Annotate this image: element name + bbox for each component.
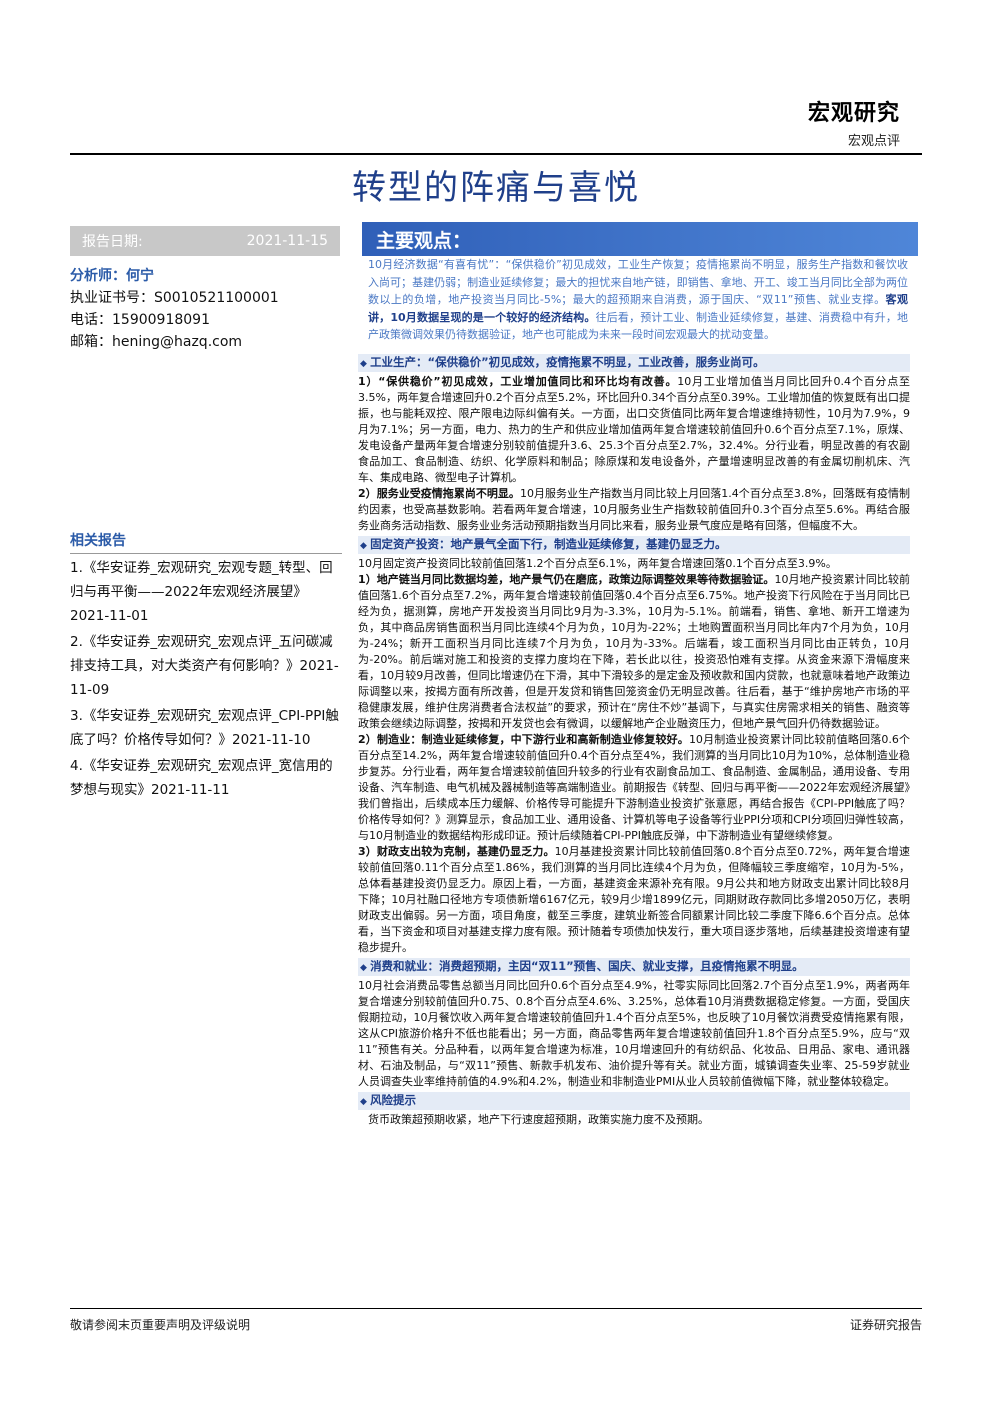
analyst-email[interactable]: 邮箱：hening@hazq.com (70, 334, 243, 350)
paragraph-text: 10月服务业生产指数当月同比较上月回落1.4个百分点至3.8%，回落既有疫情制约… (358, 487, 911, 532)
paragraph-risk: 货币政策超预期收紧，地产下行速度超预期，政策实施力度不及预期。 (368, 1113, 709, 1126)
section-investment-heading: 固定资产投资：地产景气全面下行，制造业延续修复，基建仍显乏力。 (358, 536, 910, 554)
paragraph-lead: 1）地产链当月同比数据均差，地产景气仍在磨底，政策边际调整效果等待数据验证。 (358, 573, 775, 586)
paragraph-lead: 1）“保供稳价”初见成效，工业增加值同比和环比均有改善。 (358, 375, 678, 388)
analyst-info: 分析师：何宁 执业证书号：S0010521100001 电话：159009180… (70, 265, 342, 353)
footer-rule (70, 1308, 922, 1309)
related-reports-heading: 相关报告 (70, 530, 342, 554)
paragraph-consumption: 10月社会消费品零售总额当月同比回升0.6个百分点至4.9%，社零实际同比回落2… (358, 979, 910, 1088)
report-category: 宏观研究 (807, 101, 900, 126)
paragraph-lead: 3）财政支出较为克制，基建仍显乏力。 (358, 845, 555, 858)
summary-bold: 客观讲，10月数据呈现的是一个较好的经济结构。 (368, 293, 909, 324)
paragraph-lead: 2）服务业受疫情拖累尚不明显。 (358, 487, 520, 500)
footer-disclaimer: 敬请参阅末页重要声明及评级说明 (70, 1318, 251, 1332)
header-rule (70, 153, 922, 155)
related-report-item[interactable]: 2.《华安证券_宏观研究_宏观点评_五问碳减排支持工具，对大类资产有何影响？》2… (70, 634, 339, 698)
paragraph-property: 1）地产链当月同比数据均差，地产景气仍在磨底，政策边际调整效果等待数据验证。10… (358, 572, 910, 732)
report-subcategory: 宏观点评 (847, 134, 900, 149)
paragraph-lead: 2）制造业：制造业延续修复，中下游行业和高新制造业修复较好。 (358, 733, 689, 746)
paragraph-text: 10月工业增加值当月同比回升0.4个百分点至3.5%，两年复合增速回升0.2个百… (358, 375, 910, 484)
related-report-item[interactable]: 3.《华安证券_宏观研究_宏观点评_CPI-PPI触底了吗？价格传导如何？》20… (70, 708, 339, 748)
analyst-phone: 电话：15900918091 (70, 312, 210, 328)
report-date: 2021-11-15 (246, 233, 328, 249)
related-reports-list: 1.《华安证券_宏观研究_宏观专题_转型、回归与再平衡——2022年宏观经济展望… (70, 556, 342, 804)
report-title: 转型的阵痛与喜悦 (352, 168, 640, 208)
paragraph-manufacturing: 2）制造业：制造业延续修复，中下游行业和高新制造业修复较好。10月制造业投资累计… (358, 732, 910, 844)
paragraph-text: 10月制造业投资累计同比较前值略回落0.6个百分点至14.2%，两年复合增速较前… (358, 733, 910, 842)
related-report-item[interactable]: 1.《华安证券_宏观研究_宏观专题_转型、回归与再平衡——2022年宏观经济展望… (70, 560, 333, 624)
paragraph-investment-intro: 10月固定资产投资同比较前值回落1.2个百分点至6.1%，两年复合增速回落0.1… (358, 557, 837, 570)
section-consumption-heading: 消费和就业：消费超预期，主因“双11”预售、国庆、就业支撑，且疫情拖累不明显。 (358, 958, 910, 976)
report-date-label: 报告日期: (82, 234, 143, 250)
paragraph-infrastructure: 3）财政支出较为克制，基建仍显乏力。10月基建投资累计同比较前值回落0.8个百分… (358, 844, 910, 956)
summary-paragraph: 10月经济数据“有喜有忧”：“保供稳价”初见成效，工业生产恢复；疫情拖累尚不明显… (368, 256, 908, 344)
footer-label: 证券研究报告 (849, 1318, 922, 1332)
analyst-license: 执业证书号：S0010521100001 (70, 290, 279, 306)
section-risk-heading: 风险提示 (358, 1092, 910, 1110)
report-body: 工业生产：“保供稳价”初见成效，疫情拖累不明显，工业改善，服务业尚可。 1）“保… (358, 352, 910, 1128)
summary-text: 10月经济数据“有喜有忧”：“保供稳价”初见成效，工业生产恢复；疫情拖累尚不明显… (368, 258, 908, 307)
analyst-name: 分析师：何宁 (70, 268, 154, 284)
related-report-item[interactable]: 4.《华安证券_宏观研究_宏观点评_宽信用的梦想与现实》2021-11-11 (70, 758, 333, 798)
paragraph-text: 10月基建投资累计同比较前值回落0.8个百分点至0.72%，两年复合增速较前值回… (358, 845, 910, 954)
paragraph-industry-2: 2）服务业受疫情拖累尚不明显。10月服务业生产指数当月同比较上月回落1.4个百分… (358, 486, 910, 534)
paragraph-industry-1: 1）“保供稳价”初见成效，工业增加值同比和环比均有改善。10月工业增加值当月同比… (358, 374, 910, 486)
main-points-heading: 主要观点： (362, 222, 918, 256)
summary-tail: 往后看，预计工业、制造业延续修复，基建、消费稳中有升，地产政策微调效果仍待数据验… (368, 310, 908, 342)
report-date-bar: 报告日期: 2021-11-15 (70, 226, 340, 256)
section-industry-heading: 工业生产：“保供稳价”初见成效，疫情拖累不明显，工业改善，服务业尚可。 (358, 354, 910, 372)
paragraph-text: 10月地产投资累计同比较前值回落1.6个百分点至7.2%，两年复合增速较前值回落… (358, 573, 910, 730)
